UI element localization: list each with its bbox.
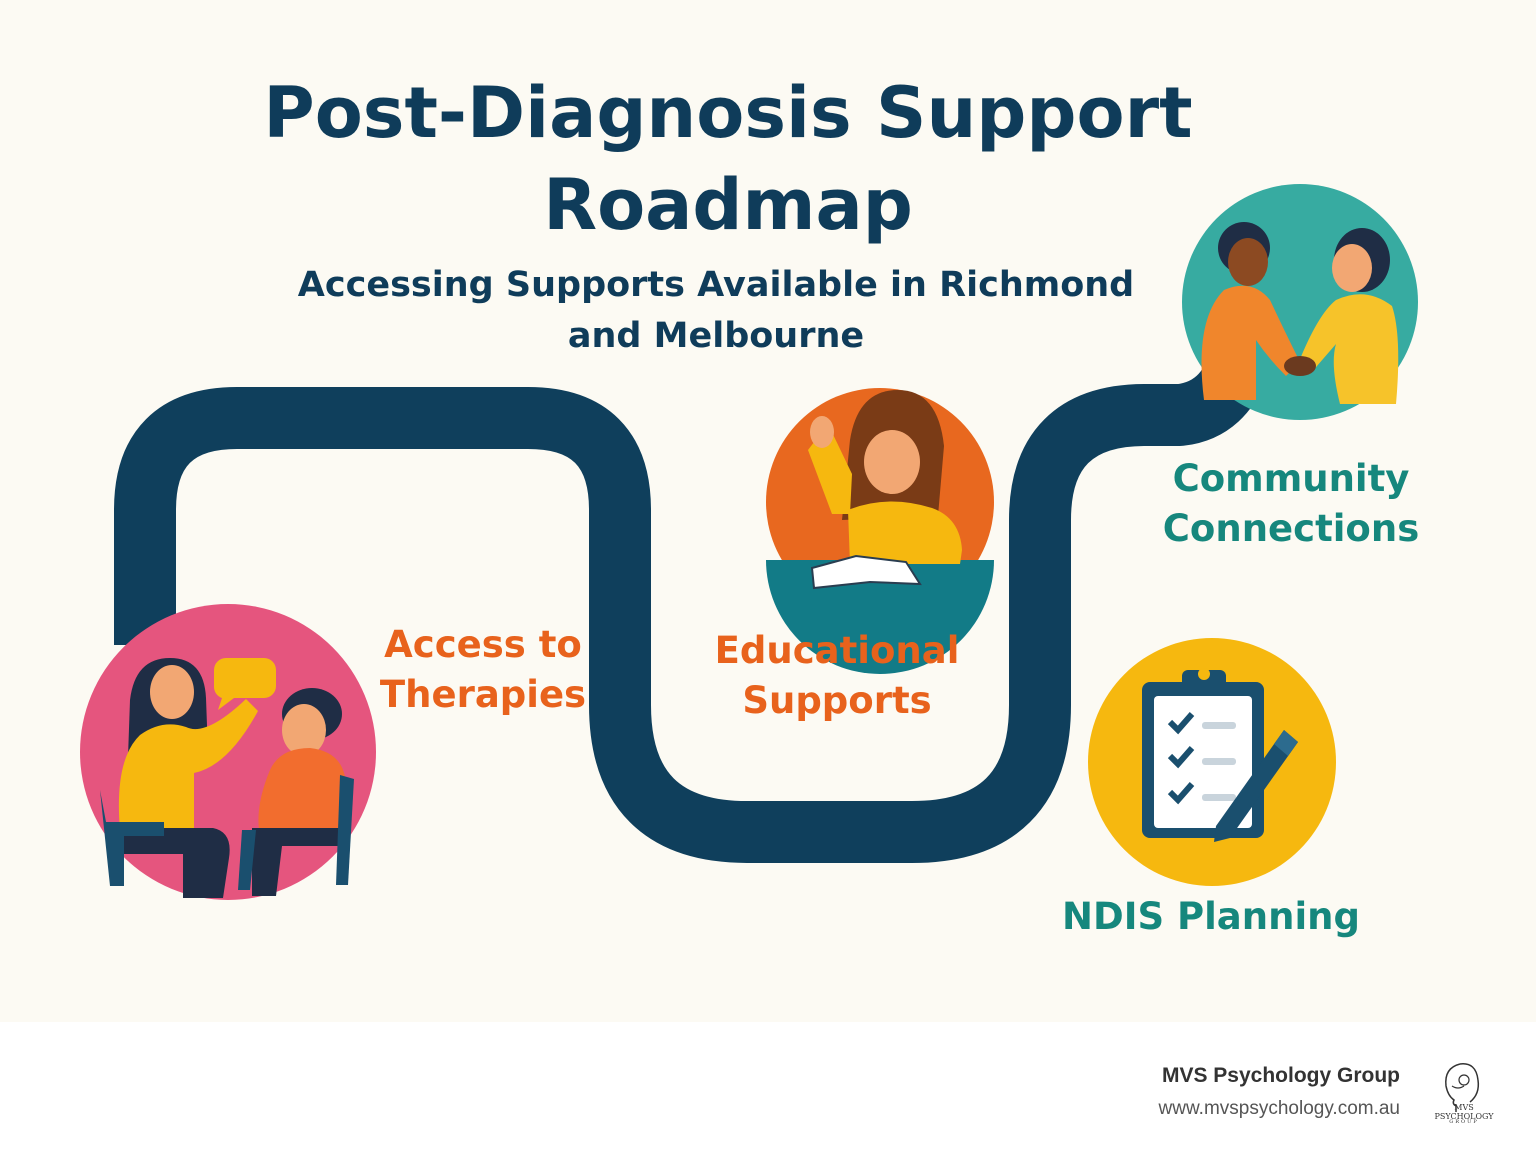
clipboard-checklist-icon [1088, 638, 1336, 886]
step-label-line: Community [1172, 457, 1410, 500]
step-label-line: Supports [742, 679, 932, 722]
logo-text-line: PSYCHOLOGY [1434, 1112, 1494, 1121]
roadmap-illustration [80, 184, 1418, 900]
handshake-icon [1182, 184, 1418, 420]
page-title-line-2: Roadmap [543, 164, 913, 246]
org-name: MVS Psychology Group [1161, 1064, 1400, 1087]
roadmap-road [114, 349, 1270, 863]
step-label-line: Connections [1162, 507, 1420, 550]
footer [0, 1022, 1536, 1154]
brand-logo-icon [1445, 1063, 1480, 1112]
step-label-educational: Educational Supports [706, 626, 968, 726]
page-title-line-1: Post-Diagnosis Support [263, 72, 1193, 154]
logo-wordmark: MVS PSYCHOLOGY [1424, 1103, 1504, 1121]
step-label-community: Community Connections [1150, 454, 1432, 554]
step-label-line: NDIS Planning [1062, 895, 1360, 938]
page-subtitle-line-1: Accessing Supports Available in Richmond [297, 265, 1135, 305]
logo-text-line: MVS [1454, 1103, 1474, 1112]
step-label-ndis: NDIS Planning [1052, 892, 1370, 942]
website-link[interactable]: www.mvspsychology.com.au [1158, 1098, 1400, 1119]
logo-subtext: GROUP [1449, 1119, 1479, 1125]
therapy-session-icon [80, 604, 376, 900]
student-reading-icon [766, 388, 994, 674]
step-label-line: Educational [714, 629, 960, 672]
step-label-line: Access to [384, 623, 582, 666]
step-label-therapies: Access to Therapies [372, 620, 594, 720]
step-label-line: Therapies [379, 673, 587, 716]
page-subtitle-line-2: and Melbourne [567, 316, 865, 356]
